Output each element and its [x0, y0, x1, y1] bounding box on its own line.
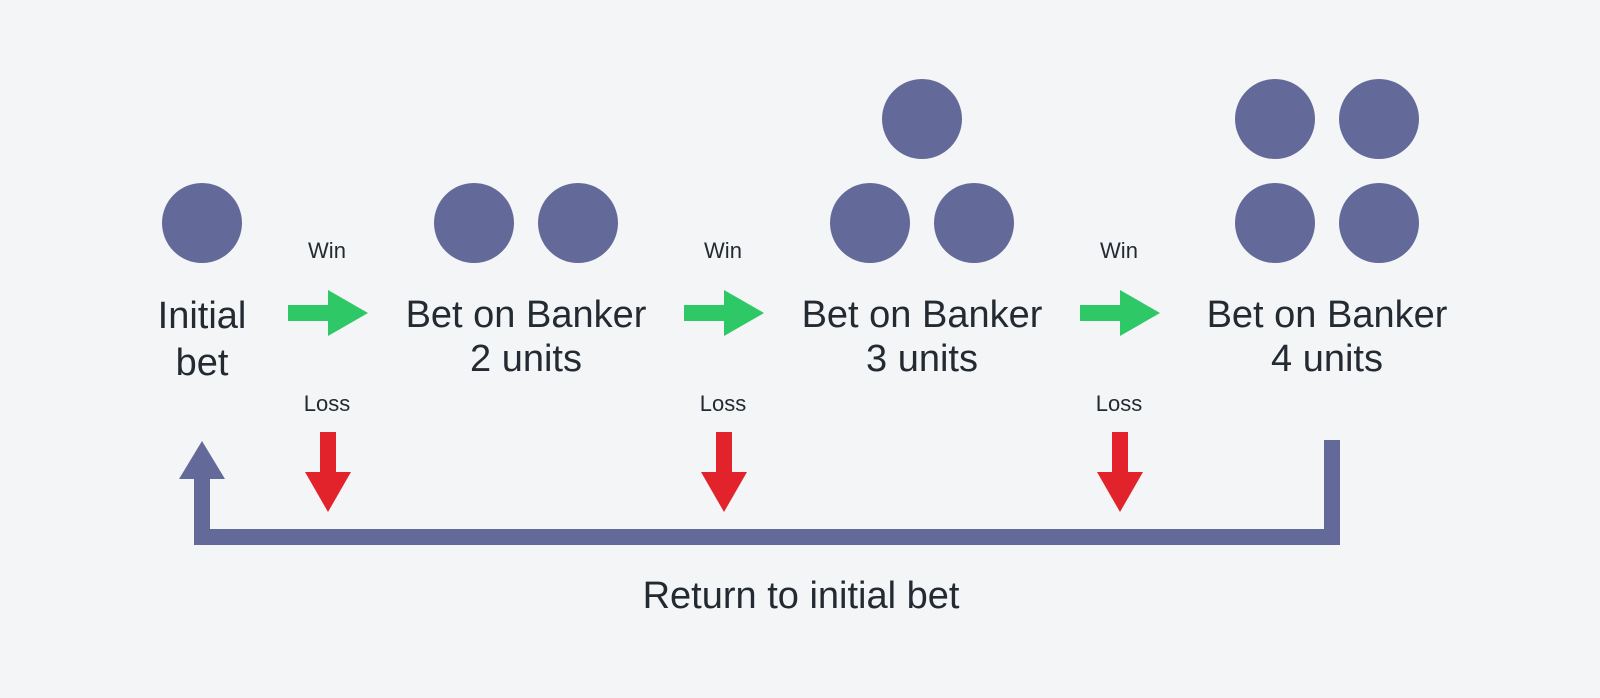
stage-banker-3-units: Bet on Banker 3 units	[802, 79, 1043, 380]
stage-banker-2-units: Bet on Banker 2 units	[406, 183, 647, 380]
return-path: Return to initial bet	[179, 440, 1340, 617]
loss-arrow-icon	[701, 432, 747, 512]
chip-icon	[1235, 79, 1315, 159]
return-label: Return to initial bet	[643, 575, 960, 617]
transition-1: Win Loss	[288, 238, 368, 512]
win-arrow-icon	[1080, 290, 1160, 336]
stage-initial-bet: Initial bet	[158, 183, 247, 384]
stage-title: Bet on Banker	[406, 294, 647, 336]
win-arrow-icon	[288, 290, 368, 336]
chip-icon	[434, 183, 514, 263]
chip-icon	[1339, 183, 1419, 263]
stage-title: Bet on Banker	[1207, 294, 1448, 336]
win-label: Win	[1100, 238, 1138, 263]
win-label: Win	[704, 238, 742, 263]
return-arrow-icon	[179, 440, 1340, 545]
stage-subtitle: 2 units	[470, 338, 582, 380]
stage-banker-4-units: Bet on Banker 4 units	[1207, 79, 1448, 380]
chip-icon	[538, 183, 618, 263]
chip-icon	[934, 183, 1014, 263]
loss-label: Loss	[304, 391, 350, 416]
loss-label: Loss	[1096, 391, 1142, 416]
win-arrow-icon	[684, 290, 764, 336]
stage-title: Initial	[158, 295, 247, 337]
stage-subtitle: 3 units	[866, 338, 978, 380]
stage-subtitle: bet	[176, 342, 229, 384]
loss-arrow-icon	[1097, 432, 1143, 512]
chip-icon	[830, 183, 910, 263]
chip-icon	[882, 79, 962, 159]
chip-icon	[1339, 79, 1419, 159]
stage-subtitle: 4 units	[1271, 338, 1383, 380]
chip-icon	[1235, 183, 1315, 263]
stage-title: Bet on Banker	[802, 294, 1043, 336]
chip-icon	[162, 183, 242, 263]
loss-arrow-icon	[305, 432, 351, 512]
transition-2: Win Loss	[684, 238, 764, 512]
transition-3: Win Loss	[1080, 238, 1160, 512]
win-label: Win	[308, 238, 346, 263]
loss-label: Loss	[700, 391, 746, 416]
